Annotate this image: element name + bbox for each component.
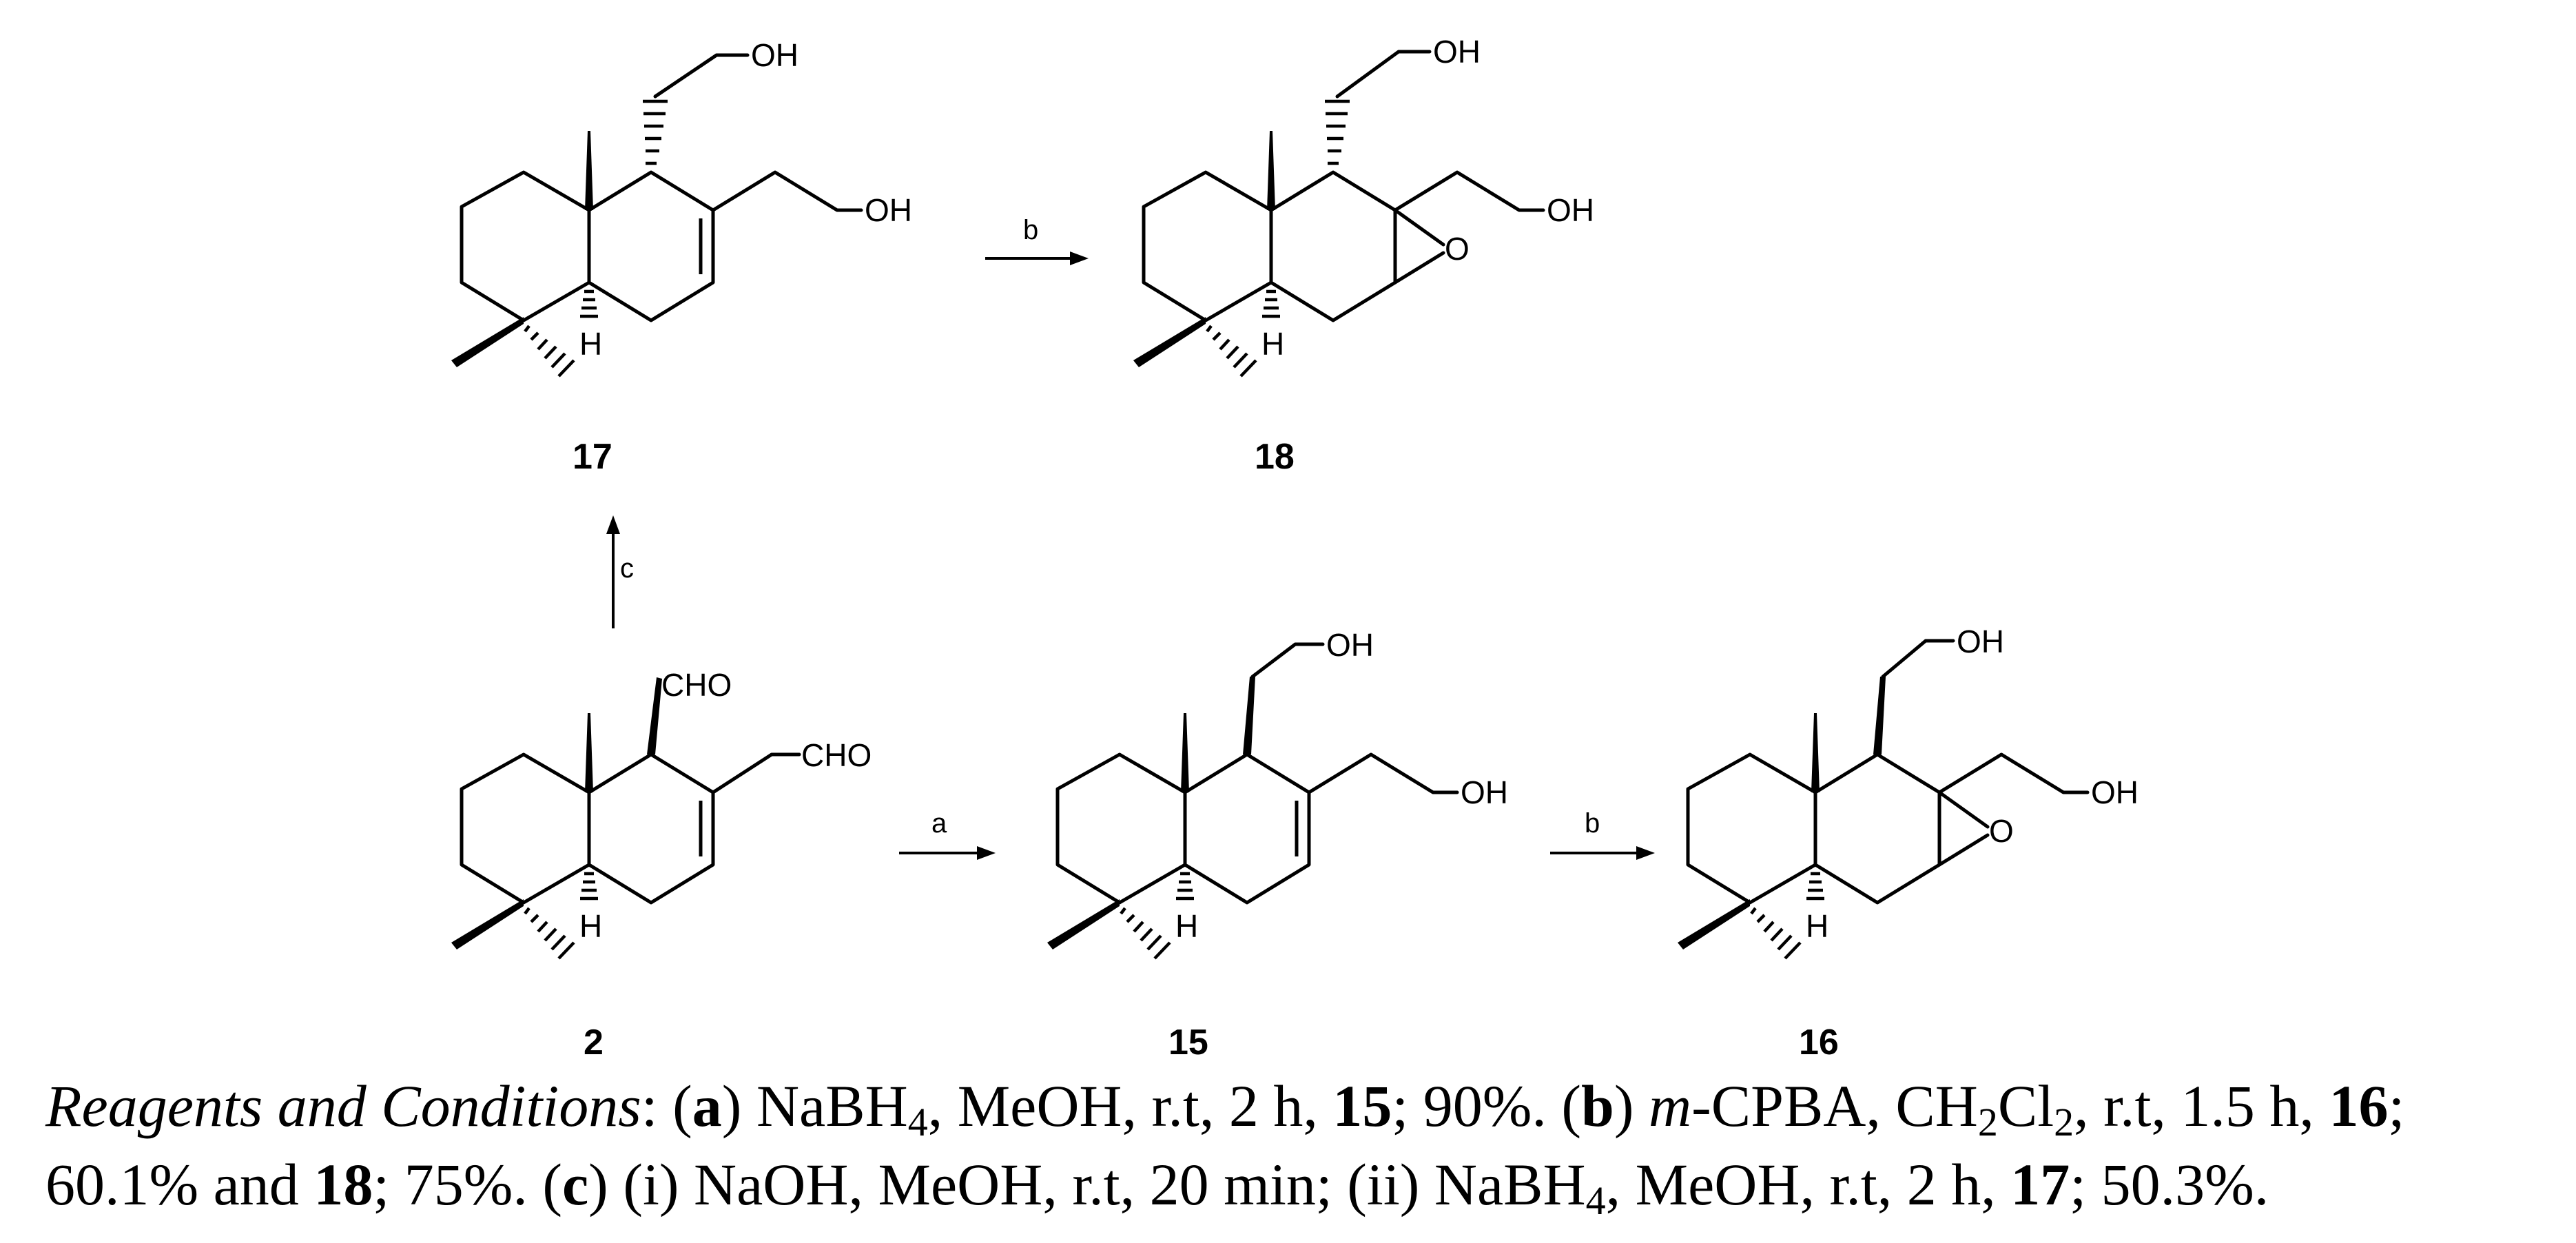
compound-16: OH OH O H 16 (1678, 624, 2139, 1062)
ring-fusion-h: H (1261, 326, 1284, 362)
arrow-label: a (931, 808, 947, 839)
arrow-a: a (899, 808, 996, 860)
caption-text: : (641, 1073, 673, 1139)
condition-key: b (1581, 1073, 1614, 1139)
caption-text: ; 90%. (1392, 1073, 1562, 1139)
compound-2: CHO CHO H 2 (451, 667, 872, 1062)
compound-ref: 18 (313, 1151, 373, 1218)
caption-text: ; 60.1% and (45, 1073, 2405, 1218)
compound-18: OH OH O H 18 (1133, 34, 1594, 477)
hydroxyl-label: OH (1461, 774, 1508, 810)
subscript: 4 (907, 1100, 928, 1144)
compound-ref: 17 (2010, 1151, 2070, 1218)
compound-ref: 15 (1332, 1073, 1392, 1139)
caption-text: ) (1614, 1073, 1649, 1139)
condition-key: c (562, 1151, 589, 1218)
ring-fusion-h: H (579, 908, 602, 944)
compound-number: 16 (1799, 1023, 1839, 1062)
compound-number: 15 (1168, 1023, 1208, 1062)
arrow-label: b (1585, 808, 1600, 839)
subscript: 2 (2054, 1100, 2074, 1144)
hydroxyl-label: OH (751, 37, 798, 73)
arrow-b-upper: b (985, 215, 1089, 265)
caption-text: ) (721, 1073, 756, 1139)
ring-fusion-h: H (579, 326, 602, 362)
epoxide-oxygen: O (1989, 813, 2014, 849)
compound-number: 18 (1255, 437, 1295, 477)
subscript: 4 (1585, 1178, 1606, 1223)
hydroxyl-label: OH (1433, 34, 1481, 70)
ring-fusion-h: H (1175, 908, 1198, 944)
caption-text: ; 50.3%. (2070, 1151, 2269, 1218)
arrow-label: c (620, 553, 634, 584)
caption-text: ( (672, 1073, 692, 1139)
caption-text: ; 75%. (373, 1151, 543, 1218)
caption-text: ( (542, 1151, 562, 1218)
caption-text: ) (588, 1151, 624, 1218)
subscript: 2 (1977, 1100, 1998, 1144)
caption-text: Cl (1997, 1073, 2054, 1139)
hydroxyl-label: OH (1547, 192, 1594, 228)
hydroxyl-label: OH (2091, 774, 2139, 810)
caption-text: (i) NaOH, MeOH, r.t, 20 min; (ii) NaBH (623, 1151, 1586, 1218)
caption-lead: Reagents and Conditions (45, 1073, 641, 1139)
compound-number: 2 (584, 1023, 604, 1062)
compound-15: OH OH H 15 (1047, 627, 1508, 1062)
compound-number: 17 (573, 437, 612, 477)
reaction-conditions-caption: Reagents and Conditions: (a) NaBH4, MeOH… (45, 1067, 2567, 1224)
caption-text: NaBH (756, 1073, 908, 1139)
ring-fusion-h: H (1806, 908, 1828, 944)
epoxide-oxygen: O (1445, 231, 1470, 267)
hydroxyl-label: OH (1957, 624, 2004, 659)
aldehyde-label: CHO (801, 737, 872, 773)
caption-text: , r.t, 1.5 h, (2074, 1073, 2329, 1139)
compound-ref: 16 (2329, 1073, 2389, 1139)
condition-key: a (692, 1073, 722, 1139)
arrow-c: c (606, 515, 634, 628)
hydroxyl-label: OH (1326, 627, 1374, 663)
aldehyde-label: CHO (661, 667, 732, 703)
hydroxyl-label: OH (865, 192, 912, 228)
caption-text: m (1649, 1073, 1692, 1139)
caption-text: , MeOH, r.t, 2 h, (927, 1073, 1333, 1139)
caption-text: -CPBA, CH (1691, 1073, 1978, 1139)
caption-text: , MeOH, r.t, 2 h, (1605, 1151, 2011, 1218)
compound-17: OH OH H 17 (451, 37, 912, 477)
arrow-b-lower: b (1550, 808, 1655, 860)
arrow-label: b (1023, 215, 1038, 245)
caption-text: ( (1561, 1073, 1582, 1139)
